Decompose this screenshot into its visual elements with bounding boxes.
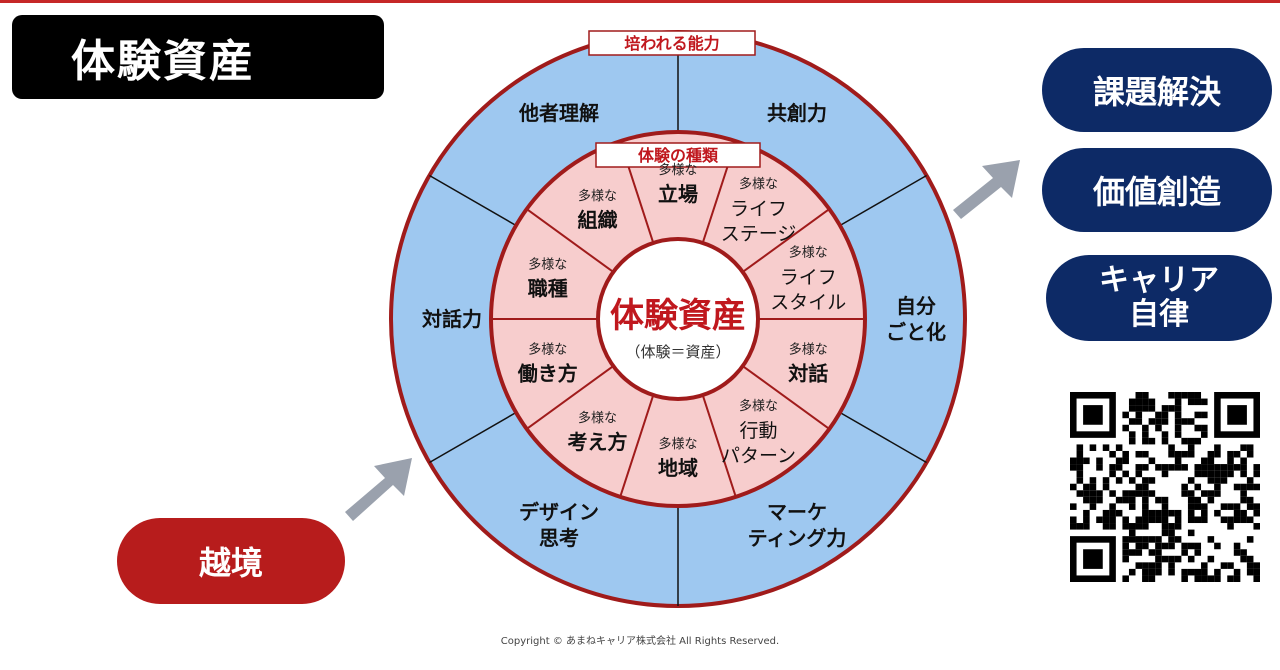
inner-label-lifestage: ステージ <box>721 223 797 245</box>
flow-arrows <box>345 160 1020 521</box>
qr-code-icon <box>1070 392 1260 582</box>
inner-prefix-chiiki: 多様な <box>658 436 697 452</box>
inner-prefix-hatarakikata: 多様な <box>528 341 567 357</box>
inner-label-kangaekata: 考え方 <box>567 430 627 454</box>
outer-divider <box>839 411 927 464</box>
inner-ring-header: 体験の種類 <box>638 146 719 165</box>
outer-label-design: 思考 <box>539 526 579 550</box>
outer-label-jibun: ごと化 <box>886 320 946 344</box>
inner-label-chiiki: 地域 <box>658 456 698 480</box>
inner-label-shokushu: 職種 <box>528 277 568 301</box>
arrow-in-icon <box>345 458 412 521</box>
inner-prefix-shokushu: 多様な <box>528 257 567 273</box>
outer-label-tashari: 他者理解 <box>518 101 599 125</box>
inner-label-lifestyle: ライフ <box>780 267 837 289</box>
inner-divider <box>526 365 614 430</box>
inner-divider <box>526 208 614 273</box>
outer-label-jibun: 自分 <box>896 294 936 318</box>
inner-divider <box>742 208 830 273</box>
inner-divider <box>742 365 830 430</box>
inner-prefix-lifestyle: 多様な <box>789 245 828 261</box>
outer-label-design: デザイン <box>519 500 599 524</box>
inner-ring-header-box <box>595 142 761 168</box>
outcome-kachi-souzou: 価値創造 <box>1042 148 1272 232</box>
inner-label-lifestyle: スタイル <box>770 292 846 314</box>
inner-prefix-tachiba: 多様な <box>658 162 697 178</box>
outer-label-marketing: マーケ <box>767 500 827 524</box>
outer-label-marketing: ティング力 <box>748 526 847 550</box>
outer-label-taiwa: 対話力 <box>421 307 482 331</box>
inner-divider <box>701 394 737 498</box>
center-subtitle: （体験＝資産） <box>625 343 730 361</box>
input-ekkyo: 越境 <box>117 518 345 604</box>
inner-prefix-taiwa: 多様な <box>789 341 828 357</box>
inner-label-hatarakikata: 働き方 <box>517 361 578 385</box>
outcome-career-jiritsu: キャリア 自律 <box>1046 255 1272 341</box>
center-circle <box>596 237 760 401</box>
outcome-kadai-kaiketsu: 課題解決 <box>1042 48 1272 132</box>
inner-label-kodo: パターン <box>721 445 796 467</box>
outer-ring-header-box <box>588 30 756 56</box>
copyright-text: Copyright © あまねキャリア株式会社 All Rights Reser… <box>500 636 780 647</box>
inner-prefix-lifestage: 多様な <box>739 176 778 192</box>
arrow-out-icon <box>953 160 1020 219</box>
inner-divider <box>619 394 655 498</box>
inner-label-tachiba: 立場 <box>658 182 698 206</box>
outer-divider <box>429 411 517 464</box>
center-title: 体験資産 <box>610 296 746 336</box>
inner-prefix-kodo: 多様な <box>739 398 778 414</box>
inner-prefix-soshiki: 多様な <box>578 188 617 204</box>
outer-divider <box>429 174 517 227</box>
outer-ring-header: 培われる能力 <box>624 34 719 53</box>
inner-label-kodo: 行動 <box>740 420 778 442</box>
top-accent-line <box>0 0 1280 3</box>
inner-label-taiwa: 対話 <box>787 361 828 385</box>
inner-label-lifestage: ライフ <box>730 198 787 220</box>
page-title: 体験資産 <box>12 15 384 99</box>
outer-label-kyoso: 共創力 <box>767 101 827 125</box>
outer-divider <box>839 174 927 227</box>
inner-label-soshiki: 組織 <box>577 208 617 232</box>
inner-prefix-kangaekata: 多様な <box>578 410 617 426</box>
